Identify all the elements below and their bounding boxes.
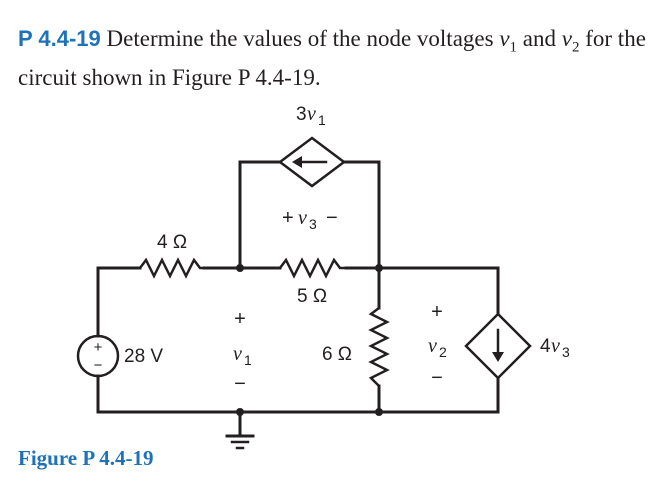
right-source-coef: 4: [540, 336, 551, 357]
v2-sub: 2: [571, 39, 580, 56]
top-source-coef: 3: [296, 104, 307, 125]
node-bottom-right: [375, 408, 383, 416]
v3-var: v: [298, 207, 307, 229]
node-ground: [236, 408, 244, 416]
problem-number: P 4.4-19: [18, 26, 101, 51]
source-voltage-label: 28 V: [124, 346, 163, 367]
v2-var: v: [561, 26, 572, 51]
v2-minus: −: [431, 367, 443, 389]
node-v1: [236, 264, 244, 272]
resistor-6-label: 6 Ω: [322, 344, 352, 365]
source-minus: −: [94, 357, 103, 374]
problem-conj: and: [517, 26, 562, 51]
resistor-5ohm: [279, 257, 346, 279]
top-source-var: v: [307, 103, 316, 125]
resistor-5-label: 5 Ω: [297, 286, 327, 307]
wire-upper-left: [238, 160, 282, 270]
source-plus: +: [94, 339, 103, 356]
voltage-source-28v: + −: [76, 334, 120, 378]
problem-statement: P 4.4-19 Determine the values of the nod…: [18, 24, 658, 93]
resistor-4-label: 4 Ω: [157, 232, 187, 253]
ground-icon: [225, 434, 255, 450]
right-source-var: v: [551, 335, 560, 357]
v2-plus: +: [431, 301, 443, 323]
v2-sub-label: 2: [439, 344, 447, 360]
arrow-down-icon: [492, 352, 504, 362]
arrow-left-icon: [292, 156, 302, 168]
v1-sub: 1: [509, 39, 518, 56]
problem-text-before: Determine the values of the node voltage…: [100, 26, 500, 51]
v2-var-label: v: [428, 335, 437, 357]
v1-var-label: v: [233, 343, 242, 365]
problem-text-after: for the circuit shown in Figure P 4.4-19…: [18, 26, 646, 90]
v1-sub-label: 1: [244, 352, 252, 368]
wire-upper-right: [342, 160, 381, 270]
node-v2: [375, 264, 383, 272]
dependent-current-source-top: [277, 136, 347, 188]
dependent-current-source-right: [464, 312, 532, 380]
v3-minus: −: [326, 207, 338, 229]
top-source-sub: 1: [318, 112, 326, 128]
right-source-sub: 3: [562, 344, 570, 360]
resistor-6ohm: [368, 307, 390, 387]
v3-plus: +: [282, 207, 294, 229]
v1-var: v: [499, 26, 510, 51]
v1-minus: −: [234, 373, 246, 395]
figure-caption: Figure P 4.4-19: [18, 446, 154, 470]
resistor-4ohm: [139, 257, 204, 279]
wires: [96, 160, 500, 438]
v3-sub: 3: [309, 216, 317, 232]
v1-plus: +: [234, 308, 246, 330]
